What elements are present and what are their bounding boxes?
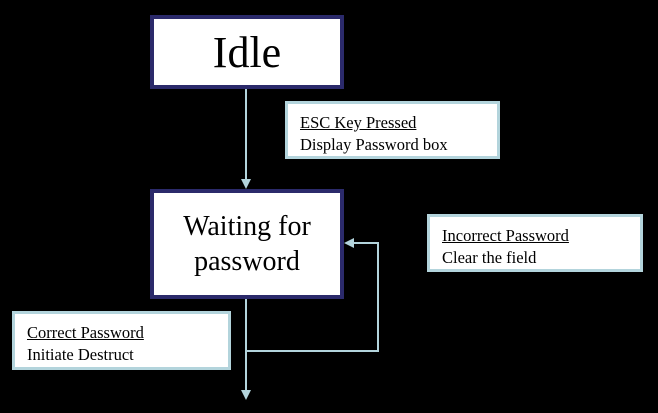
transition-incorrect-event: Incorrect Password (442, 226, 569, 245)
transition-note-incorrect: Incorrect Password Clear the field (427, 214, 643, 272)
transition-note-correct: Correct Password Initiate Destruct (12, 311, 231, 370)
transition-correct-event: Correct Password (27, 323, 144, 342)
arrow-incorrect-loop (246, 238, 379, 352)
transition-note-esc: ESC Key Pressed Display Password box (285, 101, 500, 159)
transition-esc-event: ESC Key Pressed (300, 113, 417, 132)
transition-incorrect-action: Clear the field (442, 248, 537, 267)
state-waiting-label: Waiting for password (183, 211, 311, 277)
transition-esc-action: Display Password box (300, 135, 448, 154)
state-idle-label: Idle (212, 27, 282, 77)
transition-correct-action: Initiate Destruct (27, 345, 134, 364)
state-waiting-for-password: Waiting for password (150, 189, 344, 299)
state-idle: Idle (150, 15, 344, 89)
